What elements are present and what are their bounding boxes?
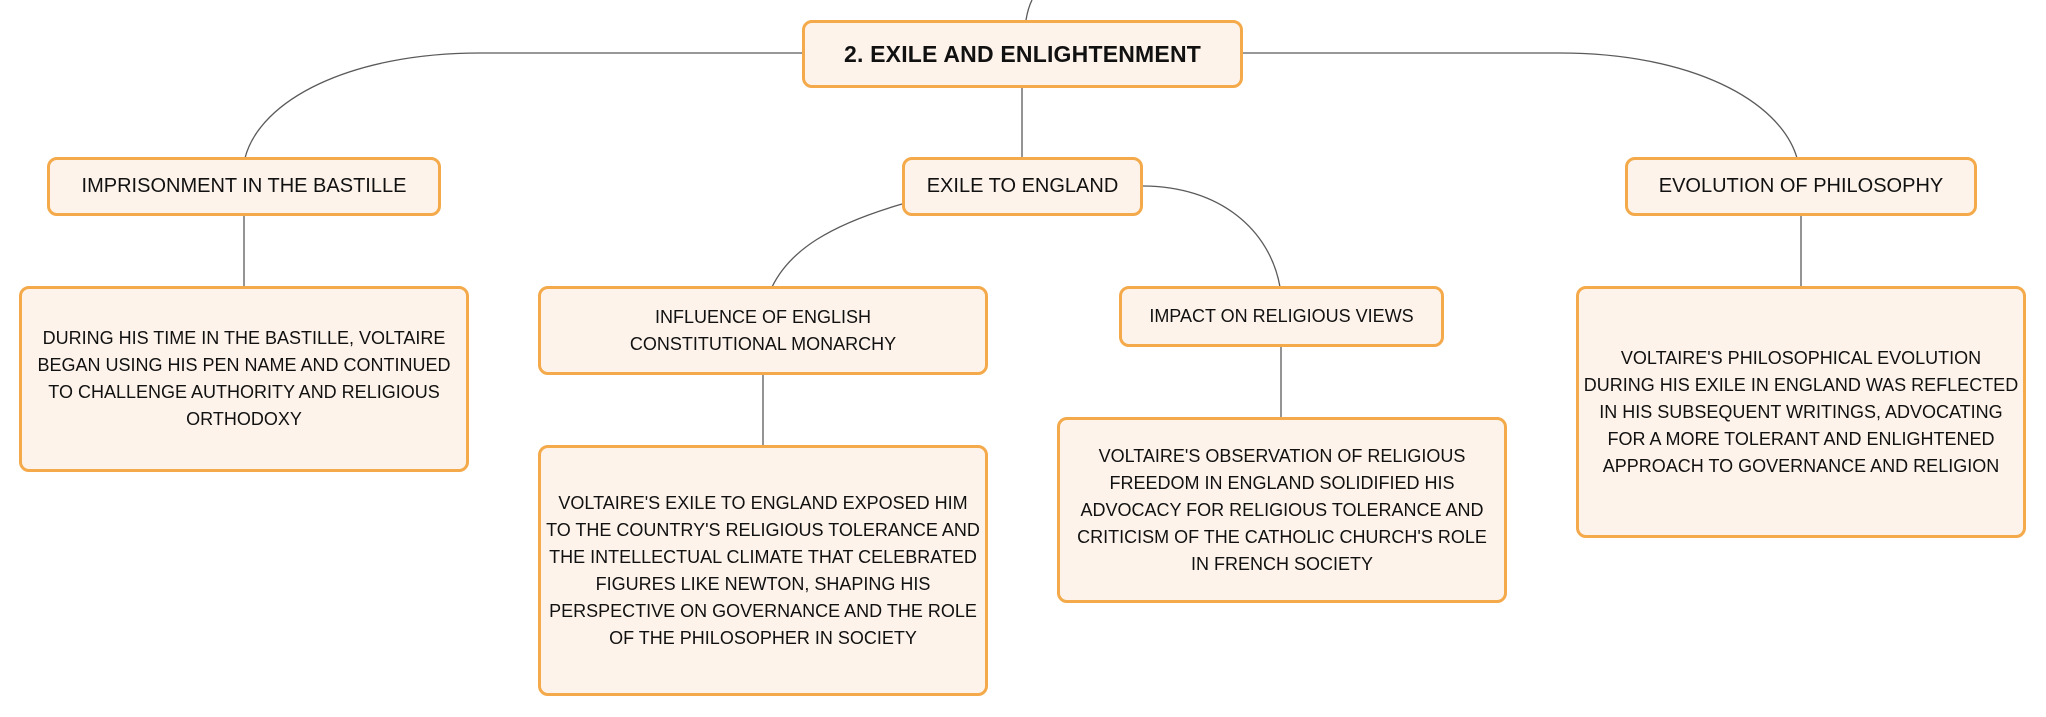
religion-detail-node[interactable]: VOLTAIRE'S OBSERVATION OF RELIGIOUS FREE… bbox=[1057, 417, 1507, 603]
connector-root-to-philosophy bbox=[1242, 52, 1798, 159]
subtopic-monarchy-label: INFLUENCE OF ENGLISH CONSTITUTIONAL MONA… bbox=[629, 306, 897, 354]
topic-england-node[interactable]: EXILE TO ENGLAND bbox=[902, 157, 1143, 216]
subtopic-religion-label: IMPACT ON RELIGIOUS VIEWS bbox=[1149, 306, 1414, 326]
connector-england-to-religion bbox=[1141, 185, 1281, 288]
monarchy-detail-text: VOLTAIRE'S EXILE TO ENGLAND EXPOSED HIM … bbox=[546, 492, 980, 648]
philosophy-detail-text: VOLTAIRE'S PHILOSOPHICAL EVOLUTION DURIN… bbox=[1583, 347, 2019, 476]
philosophy-detail-node[interactable]: VOLTAIRE'S PHILOSOPHICAL EVOLUTION DURIN… bbox=[1576, 286, 2026, 538]
topic-philosophy-node[interactable]: EVOLUTION OF PHILOSOPHY bbox=[1625, 157, 1977, 216]
topic-bastille-label: IMPRISONMENT IN THE BASTILLE bbox=[81, 175, 407, 197]
root-topic-label: 2. EXILE AND ENLIGHTENMENT bbox=[843, 40, 1202, 67]
connector-root-to-bastille bbox=[244, 52, 802, 159]
topic-bastille-node[interactable]: IMPRISONMENT IN THE BASTILLE bbox=[47, 157, 441, 216]
root-topic-node[interactable]: 2. EXILE AND ENLIGHTENMENT bbox=[802, 20, 1243, 88]
bastille-detail-node[interactable]: DURING HIS TIME IN THE BASTILLE, VOLTAIR… bbox=[19, 286, 469, 472]
monarchy-detail-node[interactable]: VOLTAIRE'S EXILE TO ENGLAND EXPOSED HIM … bbox=[538, 445, 988, 696]
connector-england-to-monarchy bbox=[771, 203, 903, 288]
topic-england-label: EXILE TO ENGLAND bbox=[926, 175, 1119, 197]
bastille-detail-text: DURING HIS TIME IN THE BASTILLE, VOLTAIR… bbox=[37, 328, 451, 429]
topic-philosophy-label: EVOLUTION OF PHILOSOPHY bbox=[1658, 175, 1944, 197]
connector-parent-to-root bbox=[1025, 0, 1033, 21]
religion-detail-text: VOLTAIRE'S OBSERVATION OF RELIGIOUS FREE… bbox=[1077, 445, 1487, 574]
subtopic-religion-node[interactable]: IMPACT ON RELIGIOUS VIEWS bbox=[1119, 286, 1444, 347]
subtopic-monarchy-node[interactable]: INFLUENCE OF ENGLISH CONSTITUTIONAL MONA… bbox=[538, 286, 988, 375]
